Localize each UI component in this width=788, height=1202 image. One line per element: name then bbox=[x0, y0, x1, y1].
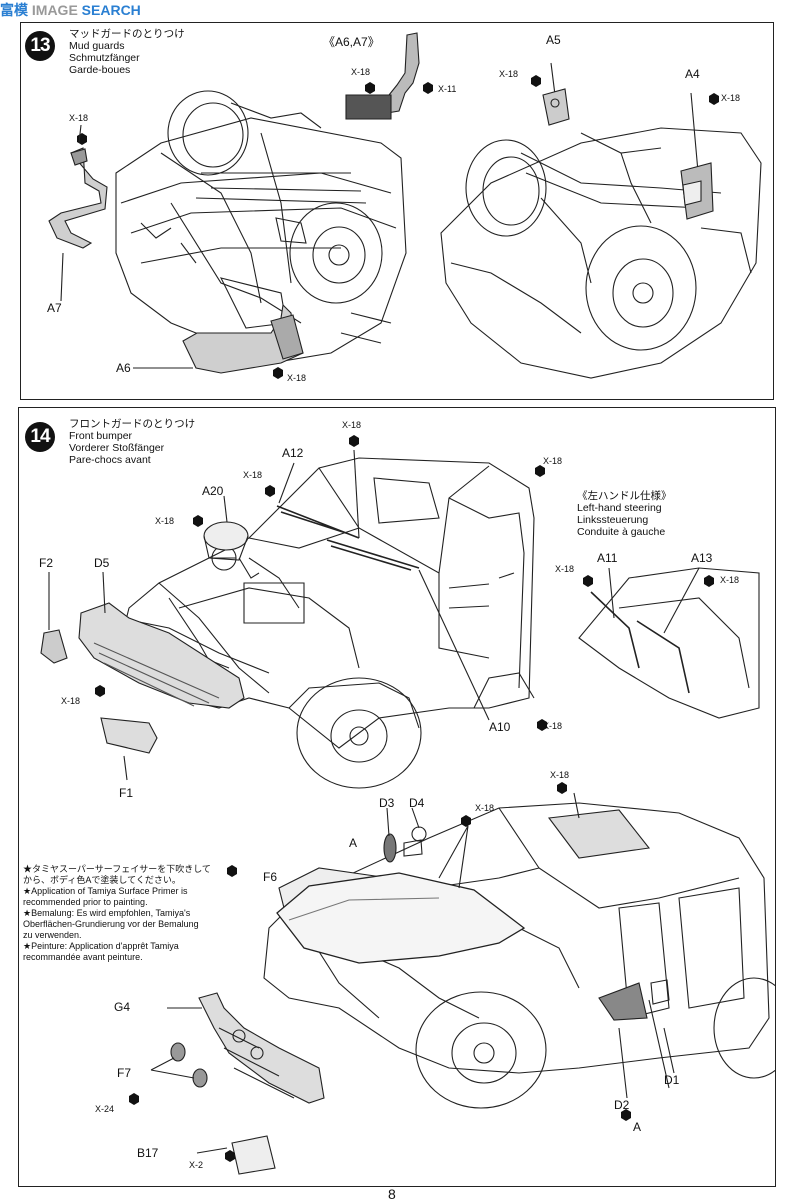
part-label-d1: D1 bbox=[664, 1073, 680, 1087]
screw-label: X-11 bbox=[438, 84, 457, 94]
part-group-label: 《A6,A7》 bbox=[323, 35, 380, 49]
screw-label: X-18 bbox=[720, 575, 740, 585]
screw-label: X-24 bbox=[95, 1104, 115, 1114]
step-13-illustration bbox=[21, 23, 773, 379]
screw-label: X-18 bbox=[287, 373, 307, 383]
screw-label: X-18 bbox=[155, 516, 175, 526]
screw-label: X-18 bbox=[351, 67, 371, 77]
part-label-g4: G4 bbox=[114, 1000, 131, 1014]
part-label-d5: D5 bbox=[94, 556, 110, 570]
step-number-badge: 13 bbox=[25, 31, 55, 61]
right-chassis-drawing bbox=[441, 128, 761, 378]
screw-label: X-18 bbox=[721, 93, 741, 103]
screw-label: X-18 bbox=[61, 696, 81, 706]
part-label-f2: F2 bbox=[39, 556, 54, 570]
painting-note: ★タミヤスーパーサーフェイサーを下吹きして から、ボディ色Aで塗装してください。… bbox=[23, 864, 211, 962]
part-label-a12: A12 bbox=[282, 446, 304, 460]
screw-label: X-18 bbox=[475, 803, 495, 813]
screw-label: X-2 bbox=[189, 1160, 204, 1170]
part-label-b17: B17 bbox=[137, 1146, 159, 1160]
screw-label: X-18 bbox=[543, 721, 563, 731]
screw-label: X-18 bbox=[550, 770, 570, 780]
part-label-a11: A11 bbox=[597, 551, 618, 565]
left-chassis-drawing bbox=[116, 91, 406, 363]
part-label-a10: A10 bbox=[489, 720, 511, 734]
part-label-a5: A5 bbox=[546, 33, 561, 47]
part-label-a6: A6 bbox=[116, 361, 131, 375]
screw-label: X-18 bbox=[342, 420, 362, 430]
screw-label: X-18 bbox=[243, 470, 263, 480]
part-label-a4: A4 bbox=[685, 67, 700, 81]
part-label-a: A bbox=[633, 1120, 642, 1134]
watermark: 富模 IMAGE SEARCH bbox=[0, 2, 141, 18]
upper-vehicle-drawing bbox=[119, 458, 534, 788]
step-13-panel: 13 マッドガードのとりつけ Mud guards Schmutzfänger … bbox=[20, 22, 774, 400]
part-label-d4: D4 bbox=[409, 796, 425, 810]
screw-label: X-18 bbox=[555, 564, 575, 574]
step-title: マッドガードのとりつけ Mud guards Schmutzfänger Gar… bbox=[69, 28, 185, 76]
step-number-badge: 14 bbox=[25, 422, 55, 452]
part-label-f6: F6 bbox=[263, 870, 278, 884]
part-label-d3: D3 bbox=[379, 796, 395, 810]
part-label-f1: F1 bbox=[119, 786, 134, 800]
part-label-a7: A7 bbox=[47, 301, 62, 315]
step-14-illustration bbox=[19, 435, 775, 1186]
part-label-a13: A13 bbox=[691, 551, 713, 565]
step-14-panel: 14 フロントガードのとりつけ Front bumper Vorderer St… bbox=[18, 407, 776, 1187]
step-title: フロントガードのとりつけ Front bumper Vorderer Stoßf… bbox=[69, 418, 196, 466]
screw-label: X-18 bbox=[69, 113, 89, 123]
lhd-inset-drawing bbox=[579, 568, 759, 718]
part-label-a20: A20 bbox=[202, 484, 224, 498]
part-label-d2: D2 bbox=[614, 1098, 630, 1112]
part-label-a: A bbox=[349, 836, 358, 850]
page-number: 8 bbox=[388, 1186, 396, 1202]
part-label-f7: F7 bbox=[117, 1066, 132, 1080]
screw-label: X-18 bbox=[499, 69, 519, 79]
screw-label: X-18 bbox=[543, 456, 563, 466]
lhd-caption: 《左ハンドル仕様》 Left-hand steering Linkssteuer… bbox=[577, 490, 672, 538]
